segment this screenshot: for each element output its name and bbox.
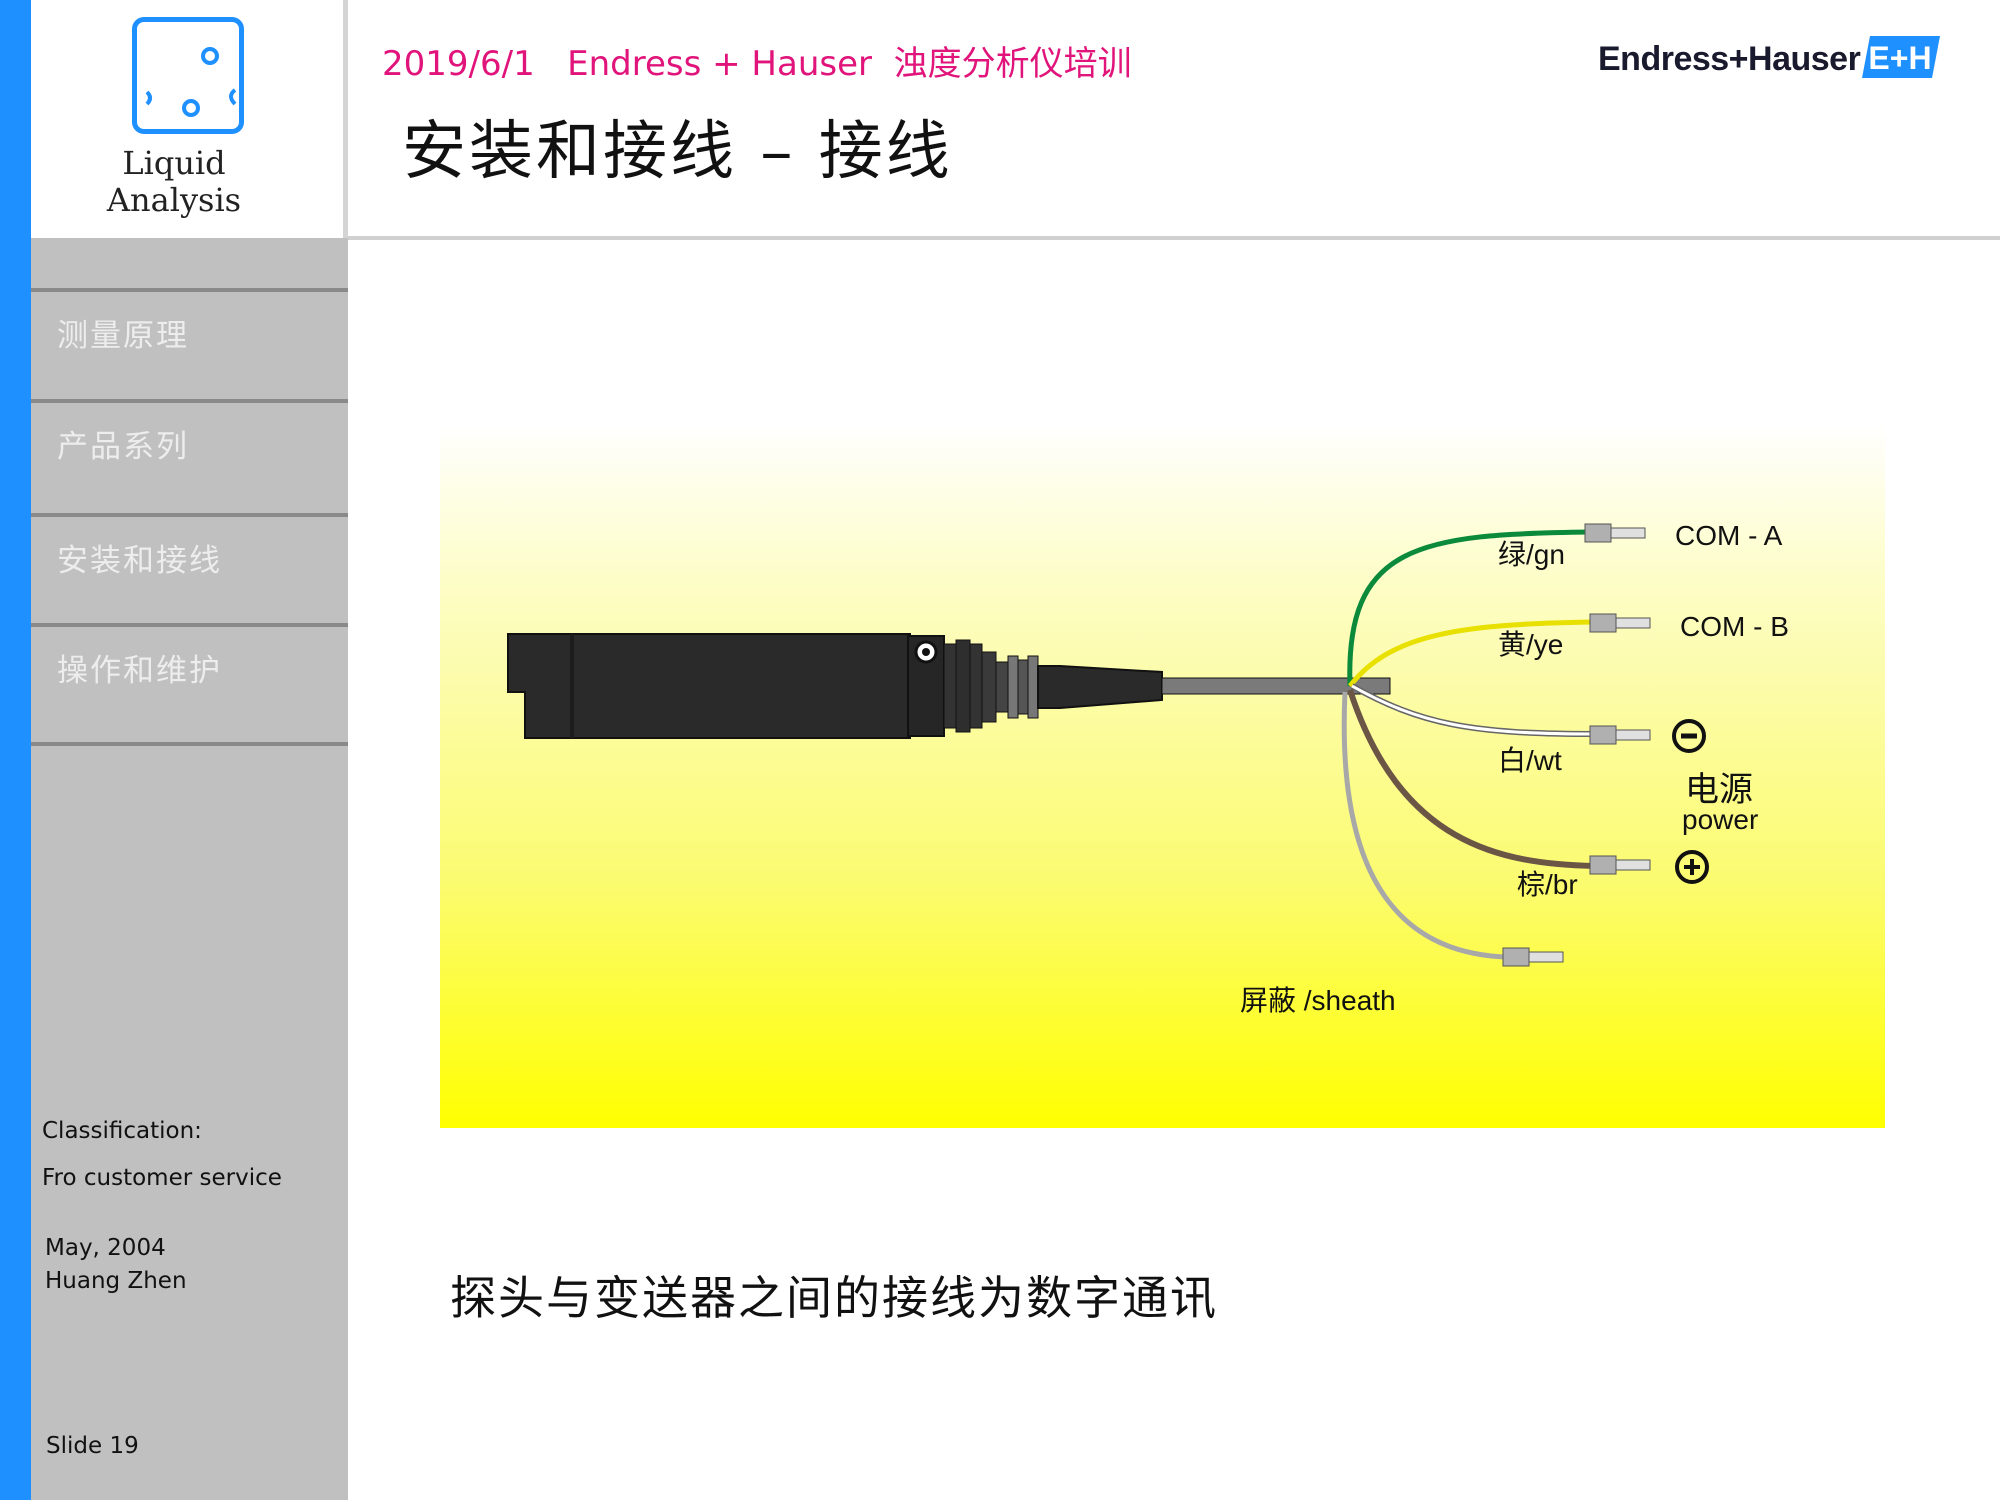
liquid-analysis-logo-icon [132,17,244,134]
sidebar-item-label: 产品系列 [57,429,189,465]
date-text: May, 2004 [45,1235,166,1261]
power-label-en: power [1682,804,1758,835]
svg-text:E+H: E+H [1868,40,1931,76]
sidebar-item-operation-maintenance[interactable]: 操作和维护 [31,623,348,733]
minus-icon [1672,719,1706,753]
left-accent-strip [0,0,31,1500]
plus-icon [1675,850,1709,884]
sensor-probe-icon [507,633,1391,739]
endress-hauser-logo-icon: E+H [1862,36,1940,78]
wiring-diagram: 绿/gn 黄/ye 白/wt 棕/br 屏蔽 /sheath COM - A C… [440,424,1885,1128]
sidebar-item-label: 安装和接线 [57,543,222,579]
wire-brown [1347,689,1596,869]
slide-title: 安装和接线 – 接线 [402,115,953,189]
wire-green [1347,529,1591,687]
classification-label: Classification: [42,1118,202,1144]
brand-name: Endress+Hauser [1598,40,1861,78]
wire-white [1351,684,1596,736]
sidebar-item-measurement-principle[interactable]: 测量原理 [31,288,348,398]
header-rule [348,236,2000,240]
header-divider [343,0,348,238]
power-label-cn: 电源 [1685,771,1753,809]
author-text: Huang Zhen [45,1268,187,1294]
wire-label-yellow: 黄/ye [1498,629,1563,660]
terminal-com-a: COM - A [1675,520,1783,551]
wire-yellow [1348,619,1596,688]
slide-number: Slide 19 [46,1433,139,1459]
classification-value: Fro customer service [42,1165,282,1191]
sidebar-item-product-series[interactable]: 产品系列 [31,399,348,509]
wire-sheath [1341,691,1508,960]
sidebar-item-label: 操作和维护 [57,653,222,689]
slide-subtitle: 2019/6/1 Endress + Hauser 浊度分析仪培训 [382,44,1132,84]
sidebar-item-installation-wiring[interactable]: 安装和接线 [31,513,348,623]
sidebar-divider [31,742,348,746]
wire-label-white: 白/wt [1498,745,1562,776]
wire-label-green: 绿/gn [1498,539,1565,570]
sidebar-item-label: 测量原理 [57,318,189,354]
logo-text-liquid: Liquid [122,144,226,182]
sidebar: 测量原理 产品系列 安装和接线 操作和维护 [31,238,348,1500]
ferrule-terminal-icons [1502,523,1651,967]
wire-label-sheath: 屏蔽 /sheath [1240,985,1396,1016]
terminal-com-b: COM - B [1680,611,1789,642]
slide-caption: 探头与变送器之间的接线为数字通讯 [450,1271,1218,1325]
wire-label-brown: 棕/br [1517,869,1578,900]
logo-text-analysis: Analysis [106,181,242,219]
